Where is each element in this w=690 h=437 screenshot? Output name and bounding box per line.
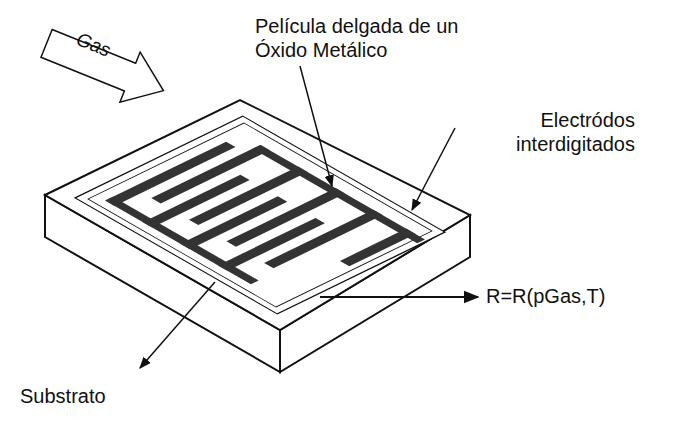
substrate-label: Substrato xyxy=(20,384,180,408)
arrow-shape xyxy=(34,16,176,118)
leader-line xyxy=(412,128,455,210)
interdigitated-electrodes xyxy=(105,134,425,306)
substrate-top xyxy=(45,100,470,330)
output-arrow xyxy=(320,296,478,298)
gas-arrow: Gas xyxy=(34,16,176,118)
resistance-formula: R=R(pGas,T) xyxy=(486,284,676,308)
leader-line xyxy=(300,66,332,186)
leader-line xyxy=(140,282,215,368)
thin-film xyxy=(75,116,445,314)
electrodes-label: Electródos interdigitados xyxy=(455,108,635,156)
film-label: Película delgada de un Óxido Metálico xyxy=(255,14,495,62)
